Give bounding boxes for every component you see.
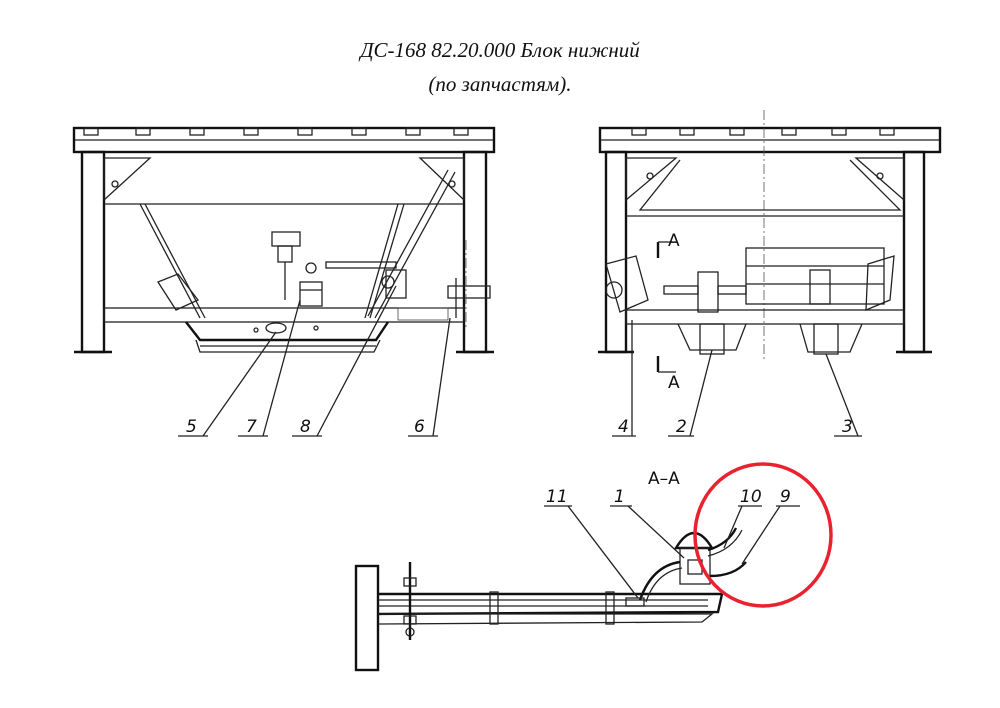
right-leg [462, 150, 488, 354]
side-view [598, 110, 942, 373]
wall-plate [354, 564, 380, 672]
callout-5: 5 [186, 417, 197, 437]
trough [185, 321, 389, 342]
callout-9: 9 [780, 487, 791, 507]
callout-3: 3 [842, 417, 853, 437]
section-mark-top: A [668, 231, 680, 251]
drawing-title: ДС-168 82.20.000 Блок нижний [360, 38, 640, 62]
front-view [72, 126, 496, 354]
side-vibrator [745, 247, 885, 305]
drawing-subtitle: (по запчастям). [428, 72, 572, 96]
section-mark-bottom: A [668, 373, 680, 393]
cross-beam [103, 307, 465, 323]
valve-body [679, 547, 711, 585]
callout-7: 7 [246, 417, 257, 437]
callout-11: 11 [546, 487, 568, 507]
section-beam [377, 592, 724, 616]
beam-clips [83, 127, 469, 136]
left-leg [80, 150, 106, 354]
side-left-leg [604, 150, 628, 354]
callout-8: 8 [300, 417, 311, 437]
callout-1: 1 [614, 487, 625, 507]
callout-6: 6 [414, 417, 425, 437]
callout-4: 4 [618, 417, 629, 437]
leaders-section [544, 505, 800, 599]
callout-10: 10 [740, 487, 762, 507]
leaders-side [612, 320, 862, 437]
side-right-leg [902, 150, 926, 354]
section-aa-view [354, 527, 747, 672]
highlight-circle [693, 462, 833, 608]
callout-2: 2 [676, 417, 687, 437]
leaders-front [178, 285, 451, 437]
section-label: A–A [648, 469, 680, 489]
